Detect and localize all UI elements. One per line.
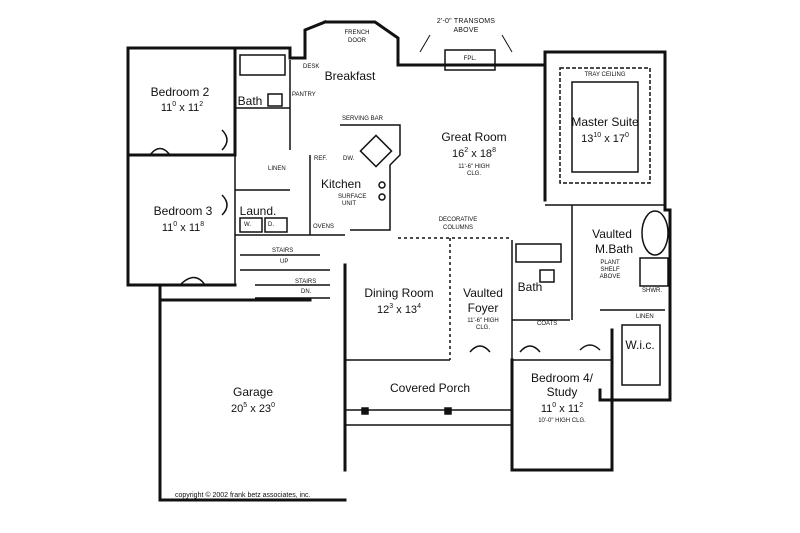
stairs-dn-note: STAIRS	[295, 279, 317, 285]
foyer-label1: Vaulted	[463, 286, 503, 300]
transoms-note2: ABOVE	[453, 27, 479, 34]
up-note: UP	[280, 259, 289, 265]
wall-bath-top	[233, 20, 327, 60]
plant-shelf-note2: SHELF	[600, 267, 620, 273]
foyer-label2: Foyer	[467, 301, 499, 315]
porch-column-2	[444, 407, 452, 415]
copyright-text: copyright © 2002 frank betz associates, …	[175, 492, 311, 499]
transom-arrow-left	[419, 34, 431, 53]
bedroom4-label2: Study	[546, 385, 578, 399]
master-suite-label: Master Suite	[571, 115, 639, 129]
burner-2	[378, 193, 386, 201]
dryer	[264, 217, 288, 233]
tray-ceiling	[559, 67, 651, 184]
bedroom3-dims: 110 x 118	[161, 221, 205, 234]
garage-label: Garage	[232, 385, 274, 399]
laundry-label: Laund.	[239, 204, 277, 218]
tub-top	[239, 54, 286, 76]
bedroom4-note: 10'-0" HIGH CLG.	[538, 418, 586, 424]
bedroom4-dims: 110 x 112	[540, 402, 584, 415]
door-foyer	[469, 345, 491, 353]
door-bed3-closet	[179, 276, 206, 286]
tub-mid	[515, 243, 562, 263]
porch-label: Covered Porch	[389, 381, 471, 395]
master-tub	[641, 210, 669, 256]
great-room-note1: 11'-6" HIGH	[458, 164, 490, 170]
kitchen-counter	[340, 124, 401, 231]
french-door-note2: DOOR	[348, 38, 366, 44]
door-bed2	[221, 129, 228, 151]
bedroom4-label1: Bedroom 4/	[530, 371, 594, 385]
door-bed2-closet	[149, 147, 171, 156]
linen-right-note: LINEN	[636, 314, 654, 320]
wic-label: W.i.c.	[625, 338, 655, 352]
toilet-mid	[539, 269, 555, 283]
foyer-note1: 11'-6" HIGH	[467, 318, 499, 324]
foyer-note2: CLG.	[475, 325, 491, 331]
dining-dims: 123 x 134	[377, 303, 421, 316]
fireplace	[444, 49, 496, 71]
washer-note: W.	[244, 222, 251, 228]
great-room-dims: 162 x 188	[452, 147, 496, 160]
garage-dims: 205 x 230	[231, 402, 275, 415]
bedroom2-label: Bedroom 2	[150, 85, 210, 99]
plant-shelf-note1: PLANT	[600, 260, 620, 266]
tray-ceiling-inner	[571, 81, 639, 173]
shower	[639, 257, 669, 287]
bedroom2-dims: 110 x 112	[160, 101, 204, 114]
porch-column-1	[361, 407, 369, 415]
dining-label: Dining Room	[364, 286, 434, 300]
decorative-note1: DECORATIVE	[438, 217, 478, 223]
door-coats	[579, 344, 601, 351]
ref-note: REF.	[314, 156, 328, 162]
tray-ceiling-note: TRAY CEILING	[584, 72, 626, 78]
burner-1	[378, 181, 386, 189]
shower-note: SHWR.	[642, 288, 662, 294]
ovens-note: OVENS	[313, 224, 335, 230]
surface-unit-note1: SURFACE	[338, 194, 367, 200]
kitchen-label: Kitchen	[320, 177, 362, 191]
dn-note: DN.	[301, 289, 312, 295]
dw-note: DW.	[343, 156, 355, 162]
bath-mid-label: Bath	[517, 280, 543, 294]
serving-bar-note: SERVING BAR	[342, 116, 383, 122]
linen-left-note: LINEN	[268, 166, 286, 172]
stairs-up-note: STAIRS	[272, 248, 294, 254]
master-bath-label2: M.Bath	[594, 242, 634, 256]
breakfast-label: Breakfast	[324, 69, 376, 83]
coats-note: COATS	[537, 321, 558, 327]
kitchen-sink	[359, 134, 393, 168]
wall-west-bedrooms	[126, 46, 347, 502]
toilet-top	[267, 93, 283, 107]
surface-unit-note2: UNIT	[342, 201, 356, 207]
master-suite-dims: 1310 x 170	[581, 132, 629, 145]
bath-top-label: Bath	[237, 94, 263, 108]
transom-arrow-right	[501, 34, 513, 53]
door-bed4	[519, 345, 541, 353]
wall-breakfast-bay	[323, 20, 400, 67]
plant-shelf-note3: ABOVE	[599, 274, 621, 280]
great-room-note2: CLG.	[466, 171, 482, 177]
master-bath-label1: Vaulted	[592, 227, 632, 241]
dryer-note: D.	[268, 222, 274, 228]
door-bed3	[221, 194, 228, 216]
pantry-note: PANTRY	[292, 92, 316, 98]
stairs	[240, 254, 330, 299]
wall-bed4	[510, 328, 614, 472]
bedroom3-label: Bedroom 3	[153, 204, 213, 218]
decorative-note2: COLUMNS	[442, 225, 474, 231]
desk-note: DESK	[303, 64, 320, 70]
great-room-label: Great Room	[441, 130, 507, 144]
washer	[239, 217, 263, 233]
fpl-note: FPL.	[463, 56, 477, 62]
wic-shelf	[621, 324, 661, 386]
wall-master-outer	[543, 50, 672, 402]
transoms-note1: 2'-0" TRANSOMS	[436, 18, 496, 25]
french-door-note1: FRENCH	[344, 30, 370, 36]
